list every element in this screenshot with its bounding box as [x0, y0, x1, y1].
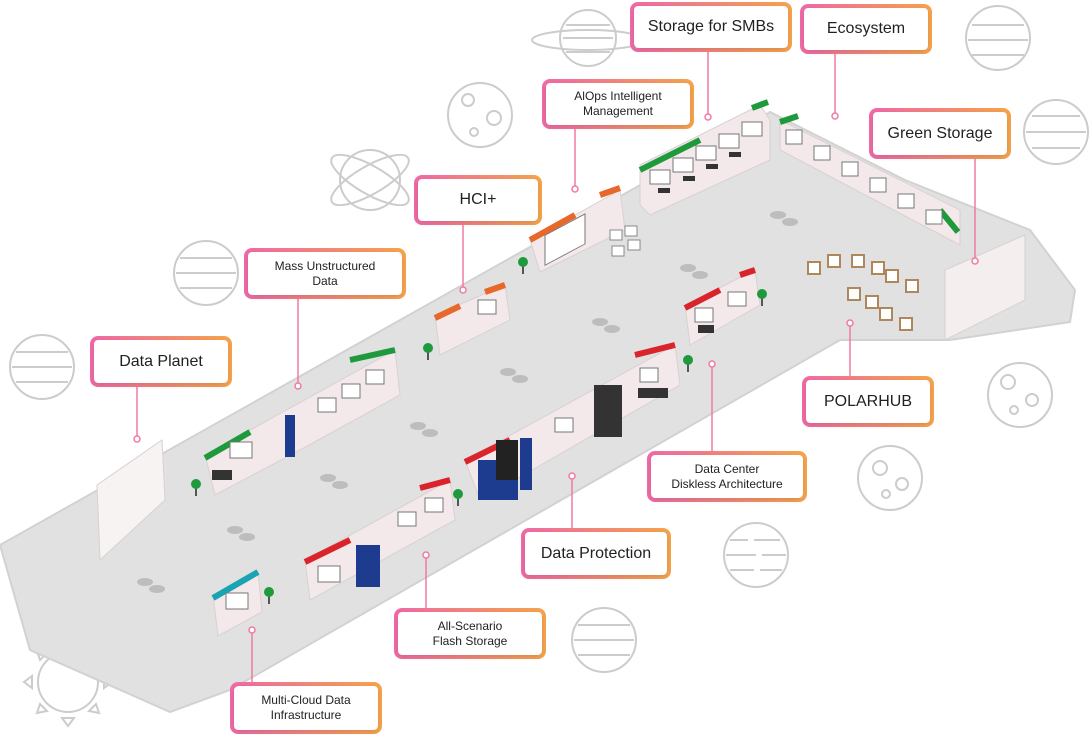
zone-label-multi-cloud[interactable]: Multi-Cloud Data Infrastructure	[234, 686, 378, 730]
crater-planet-icon	[987, 362, 1053, 428]
striped-planet-icon	[571, 607, 637, 673]
zone-label-polarhub[interactable]: POLARHUB	[806, 380, 930, 423]
booths	[96, 99, 1026, 637]
dashed-planet-icon	[723, 522, 789, 588]
footprint-icons	[137, 211, 798, 593]
zone-label-ecosystem[interactable]: Ecosystem	[804, 8, 928, 50]
ringed-planet-icon	[965, 5, 1031, 71]
zone-label-storage-smbs[interactable]: Storage for SMBs	[634, 6, 788, 48]
zone-label-all-scenario-flash[interactable]: All-Scenario Flash Storage	[398, 612, 542, 655]
planet-icons	[9, 5, 1089, 728]
zone-label-green-storage[interactable]: Green Storage	[873, 112, 1007, 155]
striped-planet-icon	[9, 334, 75, 400]
striped-planet-icon	[1023, 99, 1089, 165]
zone-label-data-protection[interactable]: Data Protection	[525, 532, 667, 575]
ringed-planet-icon	[531, 9, 645, 67]
label-frames	[90, 2, 1011, 734]
zone-label-data-planet[interactable]: Data Planet	[94, 340, 228, 383]
zone-label-dc-diskless[interactable]: Data Center Diskless Architecture	[651, 455, 803, 498]
zone-label-hci-plus[interactable]: HCI+	[418, 179, 538, 221]
zone-label-aiops[interactable]: AlOps Intelligent Management	[546, 83, 690, 125]
plant-icons	[191, 257, 767, 604]
crater-planet-icon	[857, 445, 923, 511]
crater-planet-icon	[447, 82, 513, 148]
zone-label-mass-unstructured[interactable]: Mass Unstructured Data	[248, 252, 402, 295]
orbit-planet-icon	[330, 149, 410, 211]
exhibition-floor	[0, 110, 1077, 714]
label-connectors	[133, 50, 979, 684]
easel-icons	[807, 254, 919, 331]
striped-planet-icon	[173, 240, 239, 306]
